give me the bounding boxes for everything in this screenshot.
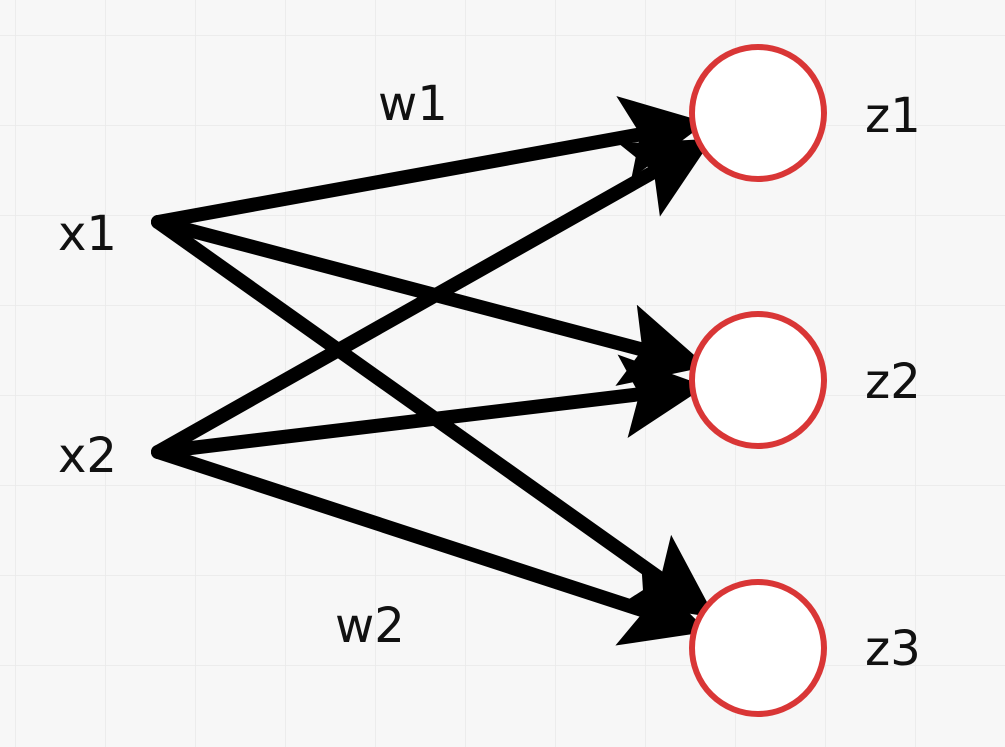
label-group: z1 z2 z3 x1 x2 w1 w2 — [58, 76, 921, 677]
output-node-z1 — [689, 44, 827, 182]
input-label-x2: x2 — [58, 428, 117, 484]
weight-label-w2: w2 — [335, 598, 405, 654]
edge-x1-z1 — [151, 96, 707, 229]
edge-x1-z2 — [151, 215, 708, 386]
output-node-z3 — [689, 579, 827, 717]
input-label-x1: x1 — [58, 206, 117, 262]
output-node-z2 — [689, 311, 827, 449]
output-label-z1: z1 — [865, 88, 921, 144]
edge-x2-z3 — [151, 445, 709, 646]
output-label-z3: z3 — [865, 621, 921, 677]
edge-x2-z1 — [151, 138, 713, 459]
output-label-z2: z2 — [865, 354, 921, 410]
node-group — [689, 44, 827, 717]
weight-label-w1: w1 — [378, 76, 448, 132]
edge-group — [151, 96, 716, 646]
edge-x2-z2 — [151, 354, 706, 459]
